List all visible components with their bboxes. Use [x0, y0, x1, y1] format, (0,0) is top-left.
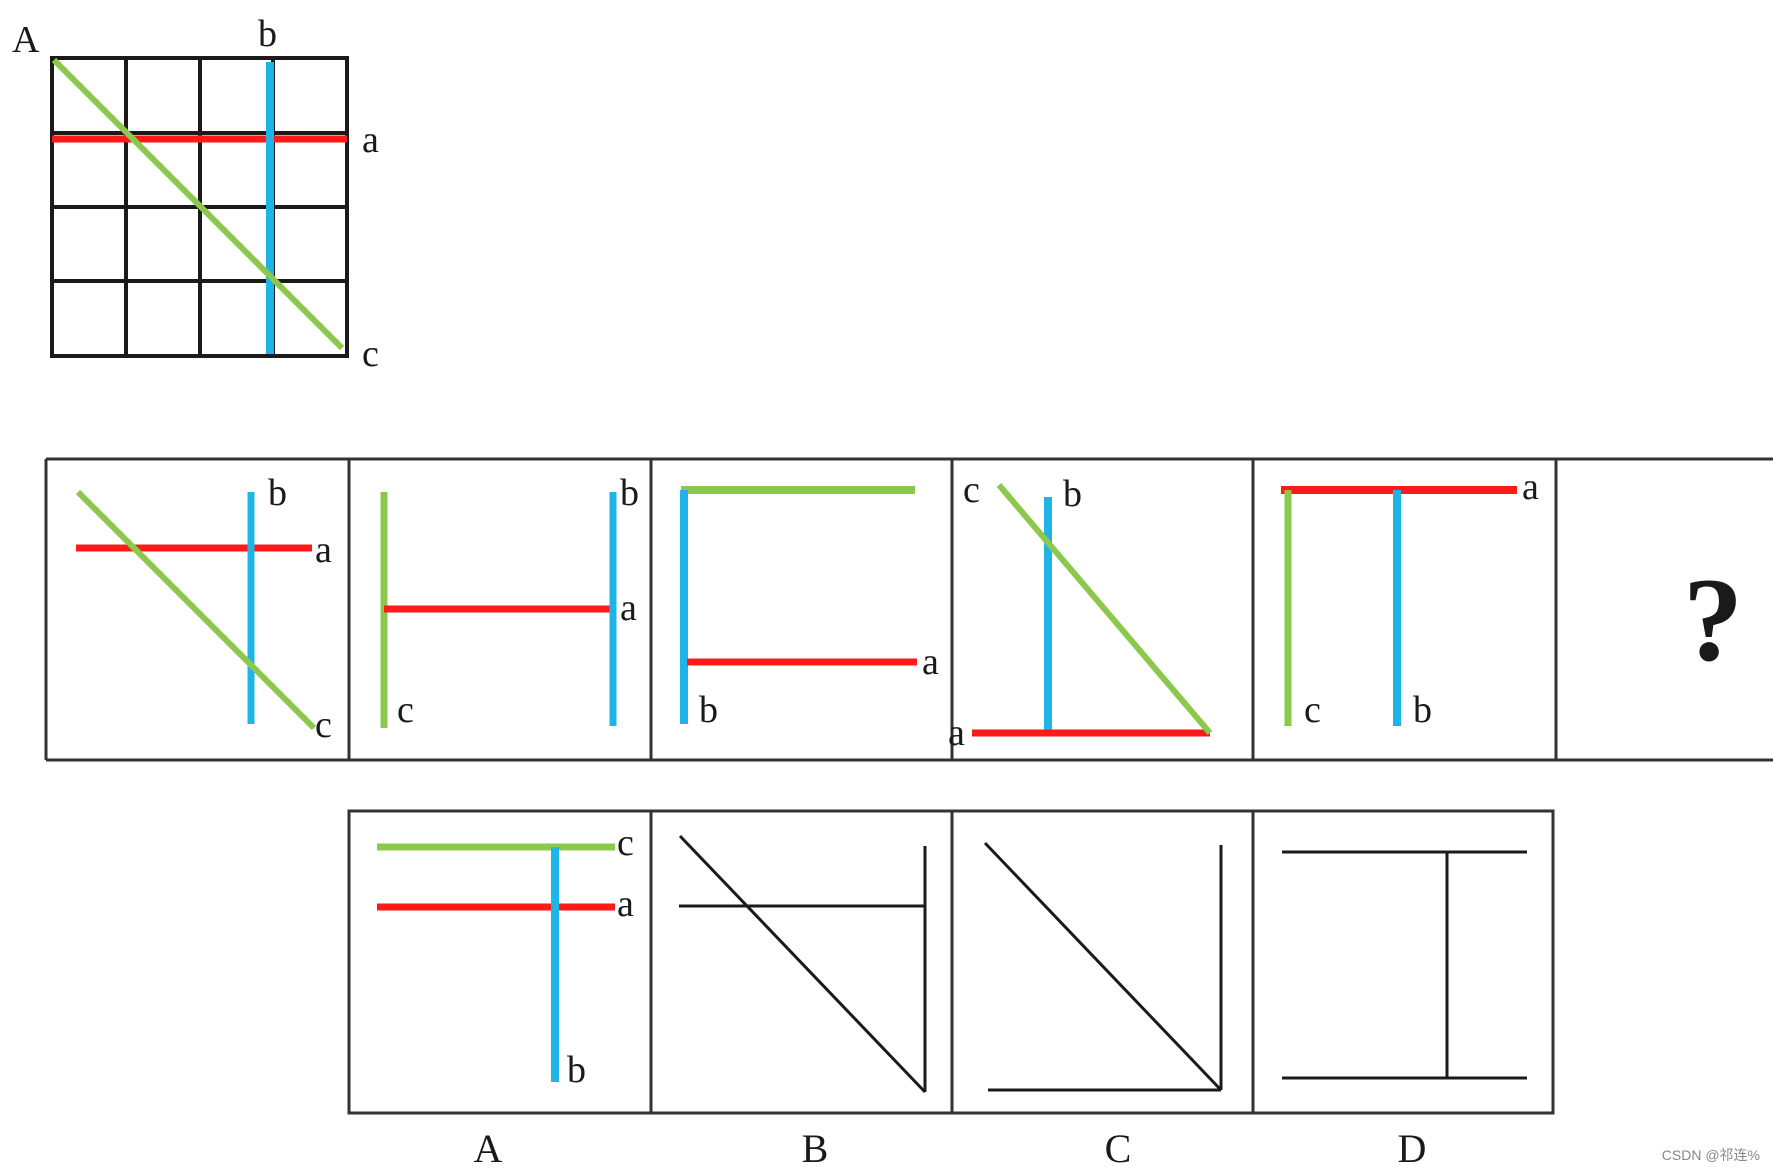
panel-3-label-b: b [699, 689, 718, 731]
option-letter-c[interactable]: C [1105, 1126, 1132, 1169]
sequence-panel-1: b a c [75, 472, 332, 746]
option-c-diagonal [983, 841, 1223, 1092]
options-frames [347, 809, 1555, 1115]
sequence-panel-3: a b [680, 486, 939, 731]
question-mark: ? [1683, 553, 1743, 686]
option-a-label-a: a [617, 883, 634, 925]
option-b-diagonal [678, 834, 927, 1094]
sequence-frames [44, 457, 1773, 762]
sequence-panel-2: b a c [380, 472, 639, 731]
panel-4-label-a: a [948, 712, 965, 754]
option-letter-a[interactable]: A [474, 1126, 503, 1169]
options-row: c a b A B C D [347, 809, 1555, 1169]
reference-label-a: a [362, 119, 379, 161]
panel-4-label-c: c [963, 469, 980, 511]
reference-label-b: b [258, 13, 277, 55]
option-letter-b[interactable]: B [802, 1126, 829, 1169]
reference-corner-label: A [12, 19, 40, 61]
sequence-panel-4: c b a [948, 469, 1213, 754]
option-b-figure[interactable] [678, 834, 927, 1094]
panel-5-label-a: a [1522, 466, 1539, 508]
panel-4-label-b: b [1063, 473, 1082, 515]
panel-1-line-c-green [75, 489, 317, 731]
option-letter-d[interactable]: D [1398, 1126, 1427, 1169]
option-a-label-b: b [567, 1049, 586, 1091]
option-c-figure[interactable] [983, 841, 1223, 1092]
reference-line-c-green [51, 57, 345, 351]
panel-4-line-c-green [996, 483, 1213, 735]
panel-1-label-a: a [315, 529, 332, 571]
panel-2-label-b: b [620, 472, 639, 514]
panel-1-label-c: c [315, 704, 332, 746]
sequence-panel-5: a c b [1281, 466, 1539, 731]
sequence-row: b a c b a c a b c b a [44, 457, 1773, 762]
sequence-panel-unknown: ? [1683, 553, 1743, 686]
option-a-label-c: c [617, 822, 634, 864]
reference-label-c: c [362, 333, 379, 375]
panel-5-label-c: c [1304, 689, 1321, 731]
watermark: CSDN @祁连% [1662, 1147, 1760, 1163]
panel-2-label-c: c [397, 689, 414, 731]
panel-1-label-b: b [268, 472, 287, 514]
panel-2-label-a: a [620, 587, 637, 629]
panel-3-label-a: a [922, 641, 939, 683]
option-d-figure[interactable] [1282, 850, 1527, 1080]
panel-5-label-b: b [1413, 689, 1432, 731]
reference-figure: A b a c [12, 13, 379, 375]
option-a-figure[interactable]: c a b [377, 822, 634, 1091]
